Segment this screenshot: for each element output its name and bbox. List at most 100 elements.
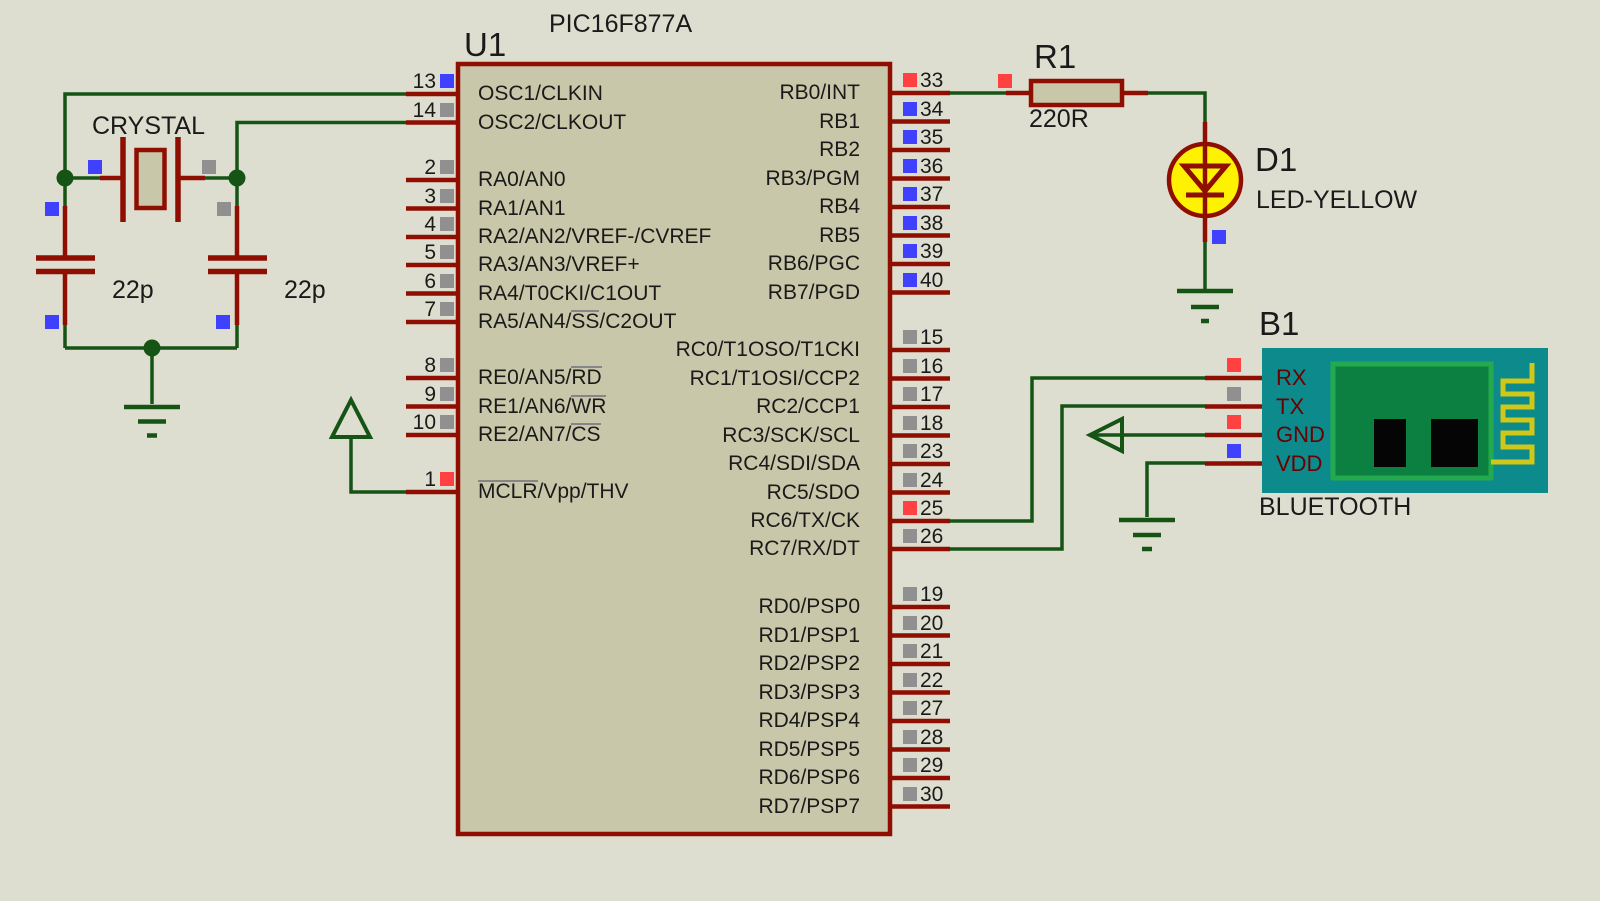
pin-label-segment: RE0/AN5/ [478,366,572,389]
bt-chip-left [1374,419,1406,467]
antenna-icon [1491,363,1535,465]
pin-number-30: 30 [920,782,944,806]
u1-pin-label-19: RD0/PSP0 [758,595,860,618]
wire-mclr-power[interactable] [349,437,406,494]
b1-pin-label-gnd: GND [1276,422,1325,447]
pin-label-segment: RB1 [819,109,860,133]
pin-label-segment: RD4/PSP4 [758,709,860,732]
pin-state-indicator [440,217,454,231]
u1-pin-label-5: RA3/AN3/VREF+ [478,253,640,276]
pin-label-segment: RB6/PGC [767,252,860,275]
u1-pin-label-27: RD4/PSP4 [758,709,860,732]
pin-number-20: 20 [920,611,944,635]
pin-number-10: 10 [412,411,436,434]
power-terminal-up-icon[interactable] [328,395,374,439]
pin-label-segment: RA3/AN3/VREF+ [478,253,640,276]
pin-number-18: 18 [920,411,944,435]
pin-state-indicator [440,188,454,203]
pin-label-segment: RD2/PSP2 [758,652,860,675]
pin-label-segment: /Vpp/THV [537,480,629,503]
u1-pin-label-1: MCLR/Vpp/THV [478,480,629,503]
pin-label-segment: RC7/RX/DT [749,537,860,560]
pin-state-indicator [903,387,917,401]
r1-ref-label: R1 [1034,38,1077,75]
pin-number-2: 2 [424,156,436,179]
pin-number-3: 3 [424,184,436,208]
wire-rc7-to-bt-tx[interactable] [950,404,1205,551]
pin-state-indicator [217,202,231,216]
u1-pin-label-6: RA4/T0CKI/C1OUT [478,282,661,305]
pin-state-indicator [903,101,917,116]
u1-pin-label-14: OSC2/CLKOUT [478,111,626,134]
ground-icon[interactable] [1119,517,1175,552]
capacitor-c1-symbol[interactable] [36,255,95,275]
wire-osc1-to-crystal[interactable] [63,92,406,178]
pin-state-indicator [1227,386,1241,401]
pin-label-segment: RA1/AN1 [478,196,566,220]
pin-state-indicator [998,74,1012,88]
wire-bt-vdd-to-ground[interactable] [1145,461,1205,517]
b1-bluetooth-module[interactable] [1262,348,1548,493]
ground-icon[interactable] [1177,288,1233,324]
pin-label-segment: RD3/PSP3 [758,680,860,704]
u1-pin-label-8: RE0/AN5/RD [478,366,602,389]
bt-chip-right [1431,419,1478,467]
pin-state-indicator [45,202,59,216]
wire-r1-to-led[interactable] [1148,91,1207,122]
pin-number-4: 4 [424,213,436,236]
r1-resistor-body[interactable] [1028,78,1125,108]
b1-part-label: BLUETOOTH [1259,493,1412,521]
pin-label-segment: RB7/PGD [767,280,860,304]
pin-label-segment: RC5/SDO [766,480,860,504]
pin-number-22: 22 [920,668,944,692]
pin-label-segment: RD1/PSP1 [758,623,860,647]
pin-label-segment: RC4/SDI/SDA [728,452,860,475]
crystal-symbol[interactable] [120,137,181,222]
pin-state-indicator [903,444,917,458]
u1-pin-label-29: RD6/PSP6 [758,766,860,789]
pin-label-segment: RC0/T1OSO/T1CKI [675,338,860,361]
u1-part-label: PIC16F877A [549,10,693,38]
junction-dot [143,339,161,357]
pin-number-17: 17 [920,383,944,406]
capacitor-c2-symbol[interactable] [208,255,267,275]
pin-label-segment: OSC2/CLKOUT [478,110,627,134]
pin-number-24: 24 [920,468,944,492]
u1-chip-body[interactable] [455,61,893,837]
pin-number-19: 19 [920,583,944,606]
junction-dot [228,169,246,187]
u1-pin-label-30: RD7/PSP7 [758,795,860,818]
c2-value-label: 22p [284,276,326,304]
wire-osc2-to-crystal[interactable] [235,120,406,179]
u1-pin-label-21: RD2/PSP2 [758,652,860,675]
pin-state-indicator [903,587,917,601]
pin-label-segment: SS [571,310,600,333]
pin-label-segment: RC2/CCP1 [756,395,860,418]
terminal-arrow-left-icon[interactable] [1085,415,1124,455]
u1-pin-label-36: RB3/PGM [765,167,860,190]
wire-rc6-to-bt-rx[interactable] [950,376,1205,523]
pin-state-indicator [1212,230,1226,244]
u1-pin-label-3: RA1/AN1 [478,197,566,220]
pin-label-segment: RC1/T1OSI/CCP2 [689,366,860,390]
u1-pin-label-38: RB5 [819,224,860,247]
pin-label-segment: /C2OUT [599,310,677,333]
u1-pin-label-7: RA5/AN4/SS/C2OUT [478,310,676,333]
pin-state-indicator [440,302,454,316]
pin-state-indicator [440,358,454,372]
pin-state-indicator [440,245,454,259]
u1-pin-label-2: RA0/AN0 [478,168,566,191]
pin-number-16: 16 [920,354,944,378]
pin-label-segment: RB2 [819,138,860,161]
pin-number-13: 13 [412,70,436,93]
u1-pin-label-37: RB4 [819,195,860,218]
c1-value-label: 22p [112,276,154,304]
junction-dot [56,169,74,187]
pin-label-segment: RA5/AN4/ [478,310,572,333]
pin-number-23: 23 [920,440,944,463]
pin-number-28: 28 [920,725,944,749]
d1-led-symbol[interactable] [1166,141,1244,219]
pin-state-indicator [903,187,917,201]
ground-icon[interactable] [124,404,180,438]
